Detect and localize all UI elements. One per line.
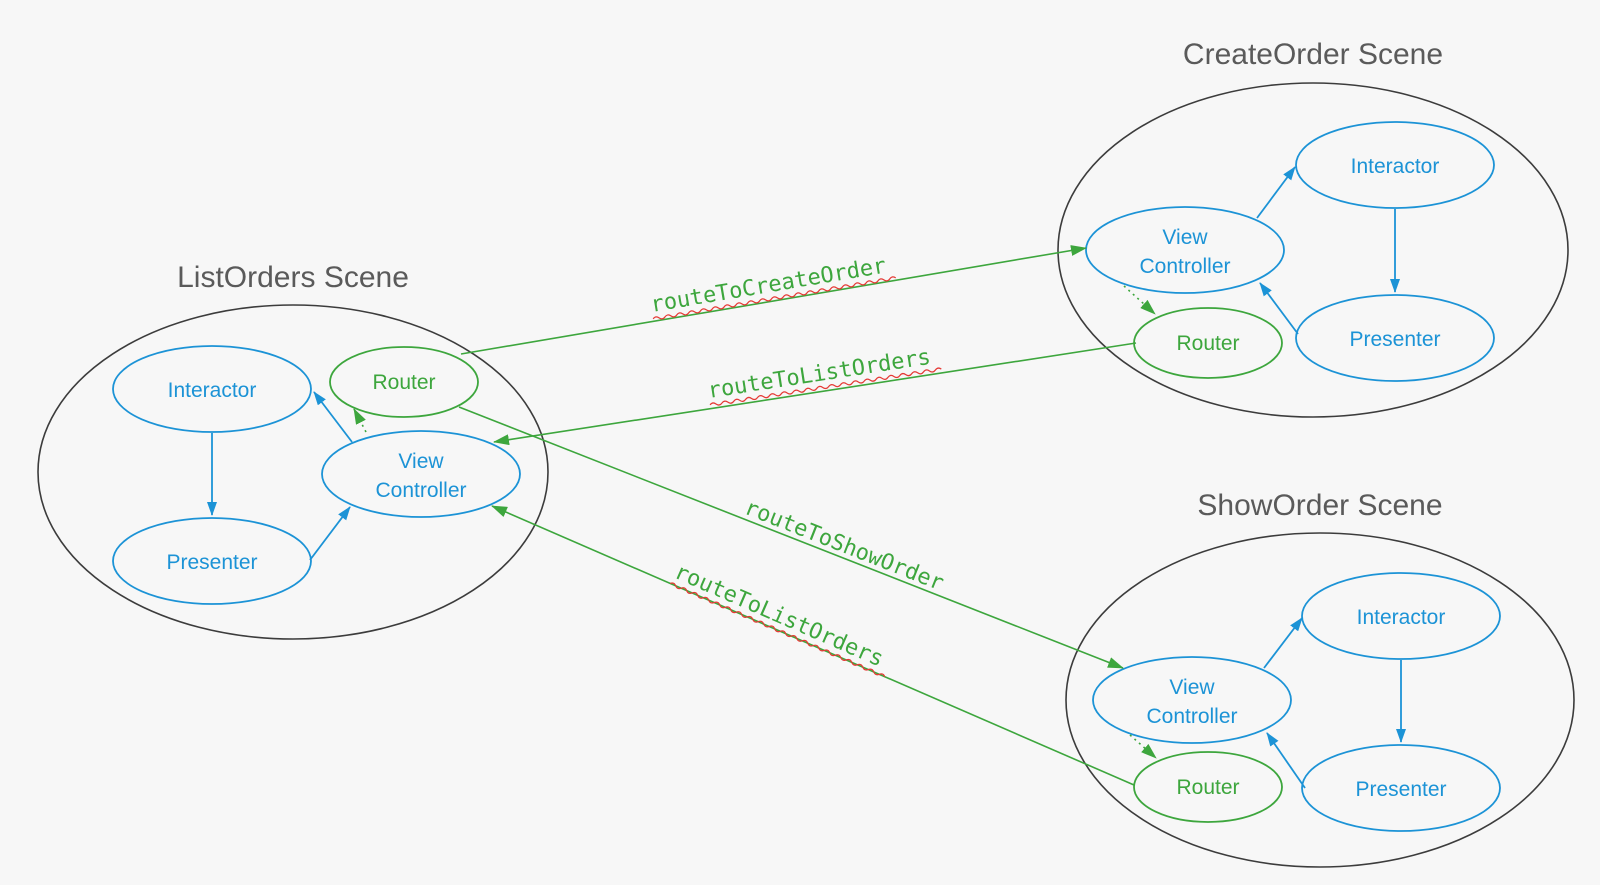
route-label-create-to-list-group: routeToListOrders [706,345,942,406]
arrow-view-controller-to-interactor [313,391,353,443]
route-arrow-to-show-order [458,406,1124,669]
router-node-list-orders: Router [329,346,479,418]
router-label: Router [1176,776,1239,799]
presenter-node-create-order: Presenter [1295,294,1495,382]
arrow-view-controller-to-router-dotted [1129,734,1157,759]
arrow-presenter-to-view-controller [1259,282,1299,335]
interactor-label: Interactor [1351,155,1440,178]
presenter-label: Presenter [1355,778,1446,801]
view-controller-label-line2: Controller [1139,255,1230,278]
route-label-show-to-list-orders: routeToListOrders [671,560,887,673]
view-controller-node-create-order: View Controller [1085,206,1285,294]
router-label: Router [1176,332,1239,355]
arrow-view-controller-to-interactor [1263,617,1303,669]
scene-title-show-order: ShowOrder Scene [1197,489,1442,522]
view-controller-label-line2: Controller [1146,705,1237,728]
router-node-show-order: Router [1133,751,1283,823]
spellcheck-underline [652,276,897,320]
scene-title-create-order: CreateOrder Scene [1183,38,1443,71]
arrow-presenter-to-view-controller [1266,732,1306,789]
presenter-node-show-order: Presenter [1301,744,1501,832]
spellcheck-underline [709,367,942,406]
arrow-presenter-to-view-controller [309,506,351,561]
interactor-node-show-order: Interactor [1301,572,1501,660]
route-label-to-create-order: routeToCreateOrder [649,254,888,318]
scene-show-order: ShowOrder Scene Interactor Presenter Vie… [1065,489,1575,868]
view-controller-node-show-order: View Controller [1092,656,1292,744]
interactor-node-create-order: Interactor [1295,121,1495,209]
interactor-node-list-orders: Interactor [112,345,312,433]
presenter-node-list-orders: Presenter [112,517,312,605]
view-controller-label-line1: View [398,450,444,473]
route-arrow-to-create-order [460,245,1087,355]
view-controller-label-line2: Controller [375,479,466,502]
route-label-show-to-list-group: routeToListOrders [669,560,887,677]
route-arrow-create-to-list-orders [493,342,1137,446]
router-node-create-order: Router [1133,307,1283,379]
router-label: Router [372,371,435,394]
scene-list-orders: ListOrders Scene Interactor Presenter Vi… [37,261,549,640]
scene-boundary-create-order [1057,82,1569,418]
route-label-to-show-order: routeToShowOrder [741,495,947,596]
presenter-label: Presenter [166,551,257,574]
route-label-to-show-order-group: routeToShowOrder [741,495,947,596]
spellcheck-underline [669,582,886,677]
arrow-view-controller-to-router-dotted [353,408,367,433]
scene-boundary-list-orders [37,304,549,640]
view-controller-node-list-orders: View Controller [321,430,521,518]
presenter-label: Presenter [1349,328,1440,351]
interactor-label: Interactor [168,379,257,402]
view-controller-label-line1: View [1162,226,1208,249]
arrow-view-controller-to-interactor [1256,166,1296,219]
arrow-view-controller-to-router-dotted [1123,285,1156,315]
route-label-create-to-list-orders: routeToListOrders [706,345,932,404]
view-controller-label-line1: View [1169,676,1215,699]
scene-title-list-orders: ListOrders Scene [177,261,409,294]
scene-create-order: CreateOrder Scene Interactor Presenter V… [1057,38,1569,418]
interactor-label: Interactor [1357,606,1446,629]
scene-boundary-show-order [1065,532,1575,868]
